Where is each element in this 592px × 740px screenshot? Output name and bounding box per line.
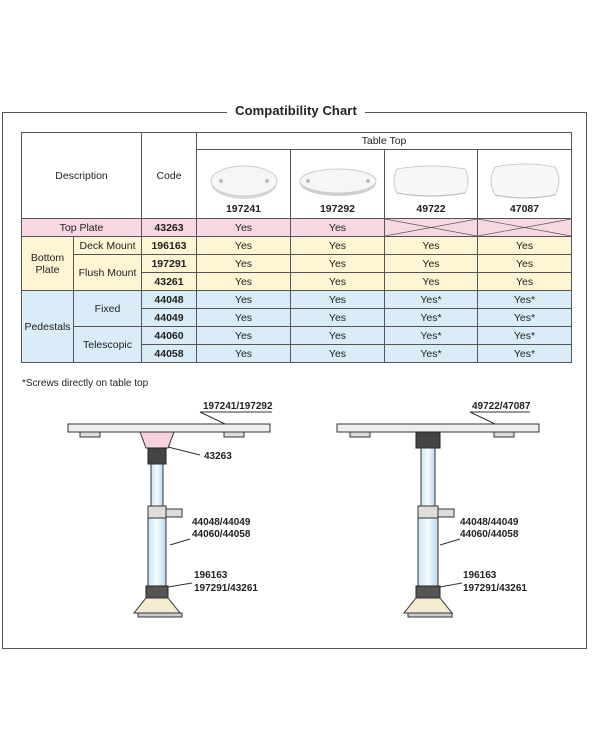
table-top-header: Table Top [195, 132, 573, 150]
right-assembly-drawing [336, 423, 540, 618]
cell: Yes* [476, 326, 573, 345]
cell: Yes [476, 236, 573, 255]
cell: Yes [290, 308, 385, 327]
cell: Yes [290, 254, 385, 273]
right-base-label-2: 197291/43261 [463, 583, 527, 594]
table-top-47087: 47087 [476, 149, 573, 219]
cell: Yes* [476, 344, 573, 363]
cell: Yes [290, 344, 385, 363]
assembly-diagrams: 197241/197292 43263 44048/44049 44060/44… [67, 401, 540, 618]
not-applicable-cell [476, 218, 573, 237]
code-header: Code [141, 132, 197, 219]
table-top-49722: 49722 [384, 149, 478, 219]
cross-mark-icon [385, 219, 477, 236]
table-top-197292: 197292 [290, 149, 385, 219]
cell: Yes [384, 254, 478, 273]
left-base-label-2: 197291/43261 [194, 583, 258, 594]
square-table-top-icon [490, 163, 559, 199]
table-row: Bottom Plate Deck Mount 196163 Yes Yes Y… [21, 236, 573, 291]
top-plate-row: Top Plate 43263 Yes Yes [21, 218, 573, 237]
left-base-label-1: 196163 [194, 570, 228, 581]
code-197291: 197291 [141, 254, 197, 273]
pedestals-label: Pedestals [21, 290, 74, 363]
cell: Yes [384, 272, 478, 291]
bottom-plate-label-line2: Plate [35, 263, 60, 276]
top-code-49722: 49722 [416, 203, 446, 215]
flush-mount-label: Flush Mount [73, 254, 142, 291]
code-43261: 43261 [141, 272, 197, 291]
top-plate-label: Top Plate [21, 218, 142, 237]
top-code-197241: 197241 [225, 203, 262, 215]
cell: Yes [196, 272, 291, 291]
table-row: 43261 Yes Yes Yes Yes [21, 272, 573, 291]
left-callout-lines [167, 411, 272, 588]
cell: Yes [196, 254, 291, 273]
description-header: Description [21, 132, 142, 219]
table-row: Telescopic 44060 Yes Yes Yes* Yes* [21, 326, 573, 363]
left-plate-label: 43263 [204, 451, 232, 462]
cell: Yes [196, 308, 291, 327]
cell: Yes* [384, 344, 478, 363]
deck-mount-label: Deck Mount [73, 236, 142, 255]
table-row: 44058 Yes Yes Yes* Yes* [21, 344, 573, 363]
telescopic-label: Telescopic [73, 326, 142, 363]
cell: Yes [476, 254, 573, 273]
cell: Yes [196, 344, 291, 363]
cell: Yes [290, 290, 385, 309]
cell: Yes* [384, 326, 478, 345]
code-44048: 44048 [141, 290, 197, 309]
cell: Yes [196, 218, 291, 237]
cell: Yes [384, 236, 478, 255]
compatibility-table: Description Code Table Top 197241 197292 [21, 132, 573, 363]
cell: Yes [196, 236, 291, 255]
cell: Yes [196, 290, 291, 309]
code-44049: 44049 [141, 308, 197, 327]
top-code-197292: 197292 [319, 203, 356, 215]
table-row: 44049 Yes Yes Yes* Yes* [21, 308, 573, 327]
code-44058: 44058 [141, 344, 197, 363]
cell: Yes* [384, 290, 478, 309]
top-plate-code: 43263 [141, 218, 197, 237]
cell: Yes [290, 218, 385, 237]
cell: Yes* [476, 290, 573, 309]
right-base-label-1: 196163 [463, 570, 497, 581]
code-196163: 196163 [141, 236, 197, 255]
page-title: Compatibility Chart [227, 103, 365, 118]
title-wrap: Compatibility Chart [0, 102, 592, 120]
cell: Yes [290, 272, 385, 291]
oval-table-top-icon [299, 168, 376, 196]
right-pedestal-label-1: 44048/44049 [460, 517, 519, 528]
rectangular-table-top-icon [393, 165, 469, 197]
table-row: Pedestals Fixed 44048 Yes Yes Yes* Yes* [21, 290, 573, 363]
right-pedestal-label-2: 44060/44058 [460, 529, 519, 540]
top-code-47087: 47087 [509, 203, 540, 215]
cell: Yes [476, 272, 573, 291]
cross-mark-icon [478, 219, 572, 236]
code-44060: 44060 [141, 326, 197, 345]
footnote: *Screws directly on table top [22, 378, 149, 389]
bottom-plate-label-line1: Bottom [30, 251, 65, 264]
table-row: Flush Mount 197291 Yes Yes Yes Yes [21, 254, 573, 291]
not-applicable-cell [384, 218, 478, 237]
cell: Yes [290, 326, 385, 345]
bottom-plate-label: Bottom Plate [21, 236, 74, 291]
left-pedestal-label-2: 44060/44058 [192, 529, 251, 540]
cell: Yes [290, 236, 385, 255]
header-row: Description Code Table Top [21, 132, 573, 219]
fixed-label: Fixed [73, 290, 142, 327]
left-assembly-drawing [67, 423, 271, 618]
left-pedestal-label-1: 44048/44049 [192, 517, 251, 528]
right-top-label: 49722/47087 [472, 401, 531, 412]
cell: Yes* [384, 308, 478, 327]
round-table-top-icon [210, 165, 277, 199]
cell: Yes* [476, 308, 573, 327]
table-top-197241: 197241 [196, 149, 291, 219]
left-top-label: 197241/197292 [203, 401, 273, 412]
right-callout-lines [439, 411, 530, 588]
cell: Yes [196, 326, 291, 345]
